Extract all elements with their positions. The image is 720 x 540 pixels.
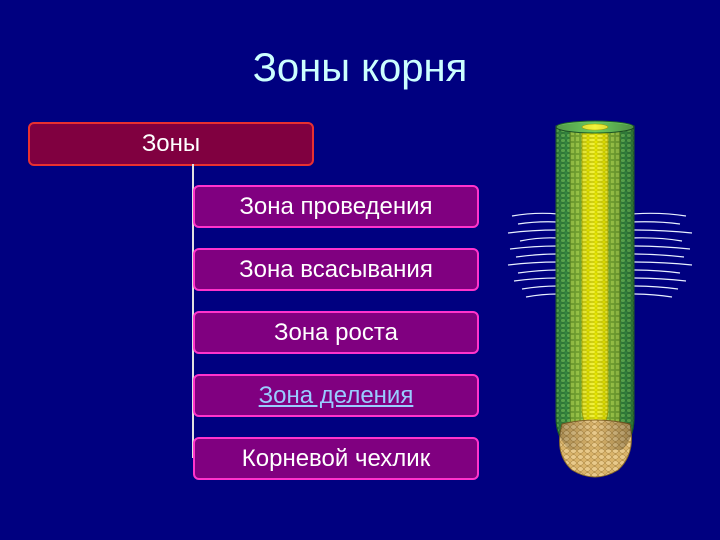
- zone-item-label: Зона всасывания: [239, 256, 433, 283]
- zone-item-label: Корневой чехлик: [241, 445, 431, 472]
- tree-connector-line: [192, 164, 194, 458]
- zones-header-box: Зоны: [28, 122, 314, 166]
- root-hairs-right: [631, 212, 693, 298]
- zone-item-division-link[interactable]: Зона деления: [193, 374, 479, 417]
- zone-item-conduction[interactable]: Зона проведения: [193, 185, 479, 228]
- zone-item-label: Зона роста: [274, 319, 398, 346]
- zone-item-label[interactable]: Зона деления: [258, 382, 414, 409]
- zone-item-growth[interactable]: Зона роста: [193, 311, 479, 354]
- root-hairs-left: [507, 212, 559, 298]
- root-illustration: [507, 120, 693, 478]
- zone-item-label: Зона проведения: [239, 193, 433, 220]
- zone-item-root-cap[interactable]: Корневой чехлик: [193, 437, 479, 480]
- slide-title: Зоны корня: [252, 46, 468, 90]
- zone-item-absorption[interactable]: Зона всасывания: [193, 248, 479, 291]
